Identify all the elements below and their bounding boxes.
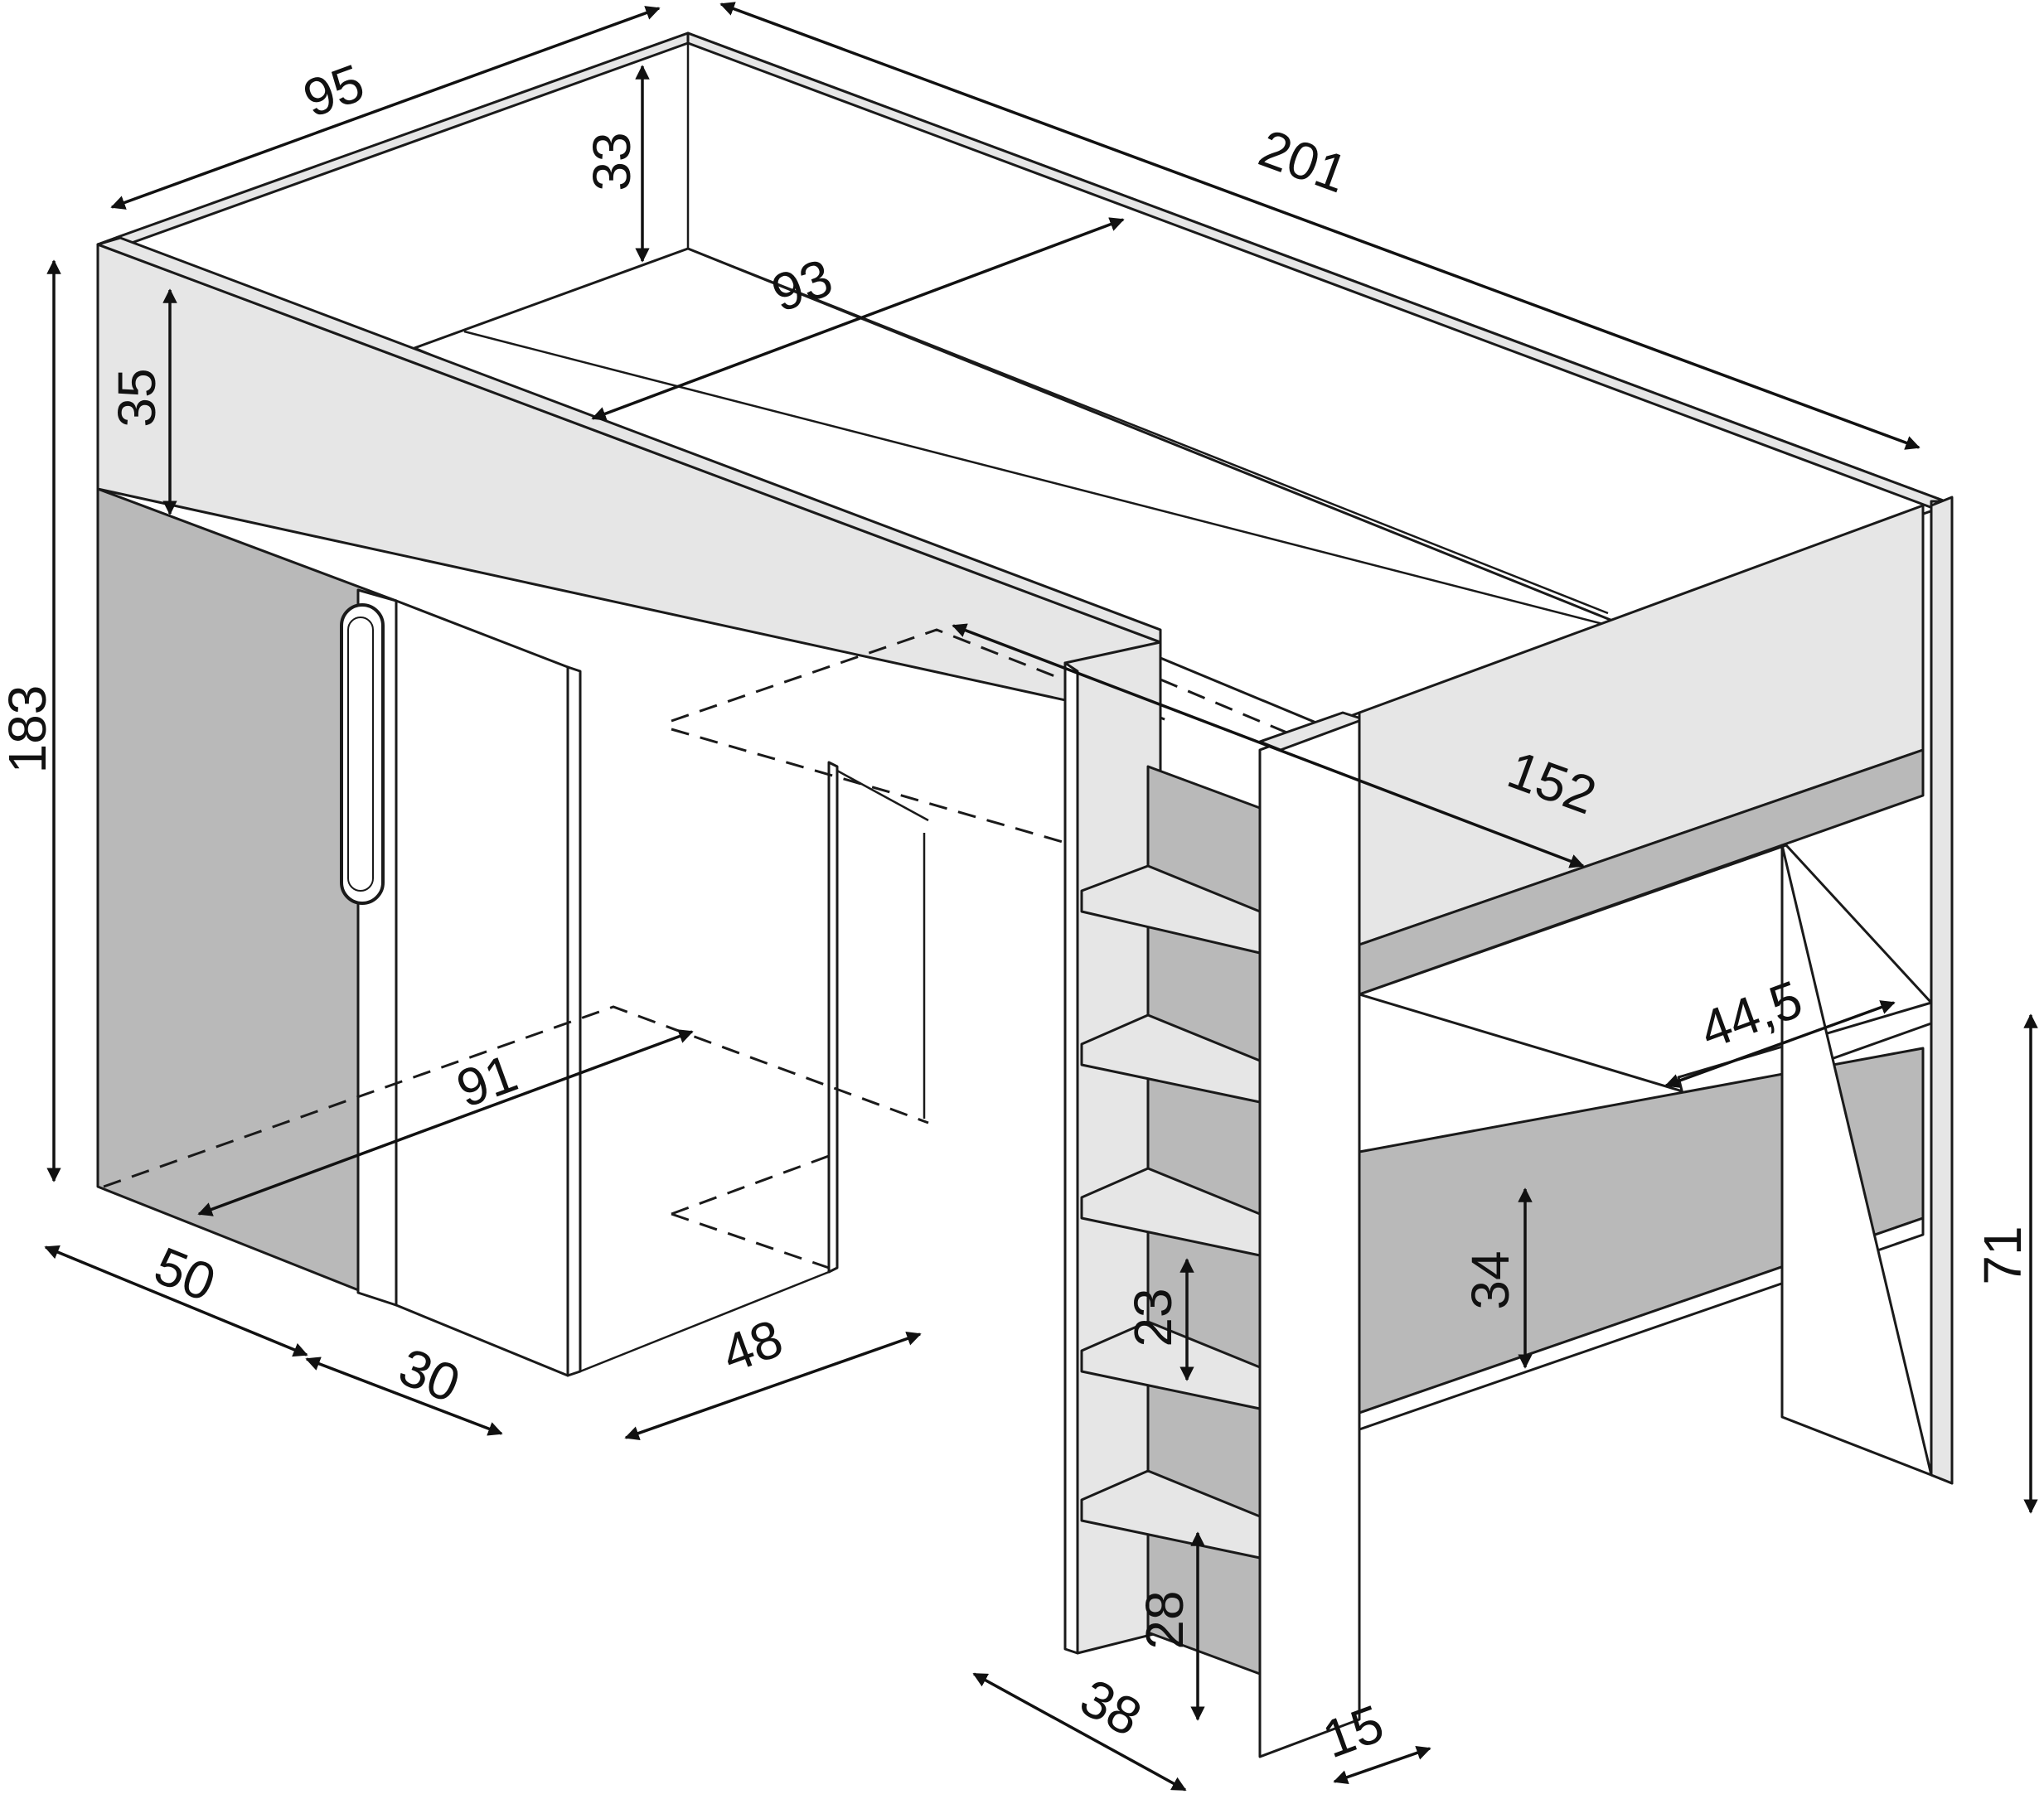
- label-71: 71: [1973, 1226, 2032, 1284]
- label-50: 50: [147, 1236, 224, 1313]
- dim-line-50: [44, 1245, 308, 1357]
- label-23: 23: [1123, 1288, 1183, 1347]
- dim-line-201: [719, 2, 1920, 450]
- dim-line-15: [1333, 1745, 1431, 1785]
- ladder: [1063, 641, 1365, 1758]
- label-201: 201: [1252, 118, 1355, 204]
- label-30: 30: [391, 1337, 468, 1414]
- label-28: 28: [1135, 1590, 1194, 1649]
- label-35: 35: [107, 368, 167, 427]
- label-38: 38: [1071, 1667, 1151, 1748]
- dim-line-152: [952, 623, 1585, 868]
- dim-line-38: [972, 1672, 1187, 1792]
- dim-line-44-5: [1664, 1000, 1896, 1088]
- label-34: 34: [1460, 1250, 1520, 1309]
- label-33: 33: [582, 132, 642, 191]
- dim-line-91: [197, 1029, 694, 1216]
- dimension-lines: [44, 2, 2038, 1792]
- label-48: 48: [714, 1308, 791, 1384]
- dim-line-48: [624, 1331, 922, 1441]
- dim-line-93: [591, 217, 1125, 421]
- label-183: 183: [0, 685, 57, 774]
- dim-line-95: [110, 6, 661, 210]
- dim-line-30: [305, 1357, 503, 1436]
